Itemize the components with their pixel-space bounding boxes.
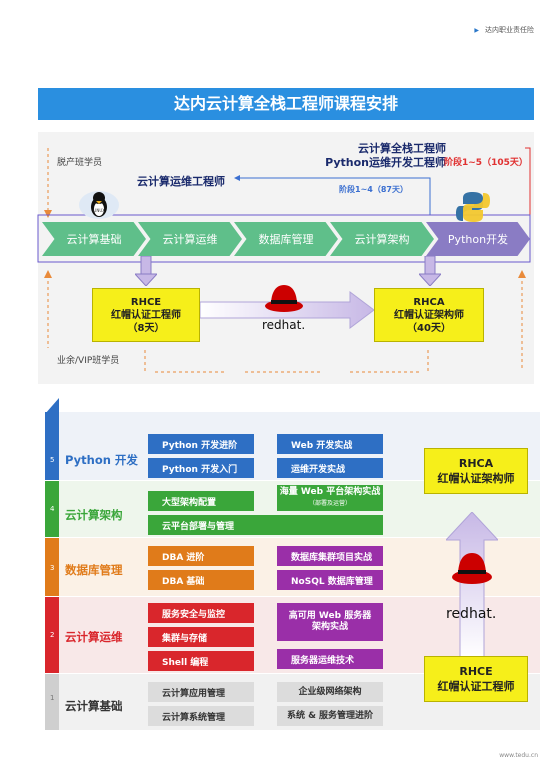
level-title: 数据库管理 [65, 563, 123, 577]
redhat-logo-icon [265, 285, 303, 312]
course-pill: Shell 编程 [148, 651, 254, 671]
level-title: 云计算架构 [65, 508, 123, 522]
track-step-arch: 云计算架构 [330, 222, 434, 256]
course-pill: 服务安全与监控 [148, 603, 254, 623]
top-panel [38, 132, 534, 384]
course-pill: 云计算应用管理 [148, 682, 254, 702]
project-pill: 企业级网络架构 [277, 682, 383, 702]
track-step-db: 数据库管理 [234, 222, 338, 256]
level-title: 云计算基础 [65, 699, 123, 713]
project-pill: 数据库集群项目实战 [277, 546, 383, 566]
course-pill: Python 开发入门 [148, 458, 254, 478]
rhca-box: RHCA 红帽认证架构师 （40天） [374, 288, 484, 342]
project-pill: 系统 & 服务管理进阶 [277, 706, 383, 726]
course-pill: 云计算系统管理 [148, 706, 254, 726]
track-step-ops: 云计算运维 [138, 222, 242, 256]
track-step-python: Python开发 [426, 222, 530, 256]
level-number: 4 [50, 505, 55, 513]
fulltime-label: 脱产班学员 [57, 158, 103, 168]
rhce-box: RHCE 红帽认证工程师 （8天） [92, 288, 200, 342]
course-pill: Python 开发进阶 [148, 434, 254, 454]
down-arrow-icon [419, 256, 441, 286]
triangle-icon: ▶ [474, 27, 479, 34]
level-number: 2 [50, 631, 55, 639]
project-pill: NoSQL 数据库管理 [277, 570, 383, 590]
project-pill: 运维开发实战 [277, 458, 383, 478]
rhce-cert-box: RHCE 红帽认证工程师 [424, 656, 528, 702]
level-title: Python 开发 [65, 453, 138, 467]
footer-url: www.tedu.cn [499, 752, 538, 759]
course-pill: DBA 进阶 [148, 546, 254, 566]
project-pill: 服务器运维技术 [277, 649, 383, 669]
linux-penguin-icon: LINUX [79, 191, 119, 219]
rhca-cert-box: RHCA 红帽认证架构师 [424, 448, 528, 494]
level-bar [45, 412, 59, 480]
level-number: 3 [50, 564, 55, 572]
track-step-basic: 云计算基础 [42, 222, 146, 256]
redhat-wordmark: redhat. [446, 606, 497, 622]
level-number: 1 [50, 694, 55, 702]
project-pill: 海量 Web 平台架构实战 （部署及运营） [277, 485, 383, 511]
page-title: 达内云计算全栈工程师课程安排 [38, 88, 534, 120]
level-python: 5 Python 开发 Python 开发进阶 Python 开发入门 Web … [45, 412, 540, 480]
python-logo-icon [456, 192, 490, 222]
level-bar [45, 538, 59, 596]
down-arrow-icon [135, 256, 157, 286]
role-ops: 云计算运维工程师 [137, 175, 225, 188]
role-fullstack: 云计算全栈工程师 [358, 142, 446, 155]
level-title: 云计算运维 [65, 630, 123, 644]
project-pill: Web 开发实战 [277, 434, 383, 454]
project-pill: 高可用 Web 服务器架构实战 [277, 603, 383, 641]
level-basic: 1 云计算基础 云计算应用管理 云计算系统管理 企业级网络架构 系统 & 服务管… [45, 674, 540, 730]
triangle-icon [45, 398, 59, 414]
level-db: 3 数据库管理 DBA 进阶 DBA 基础 数据库集群项目实战 NoSQL 数据… [45, 538, 540, 596]
course-pill: 大型架构配置 [148, 491, 254, 511]
svg-text:LINUX: LINUX [93, 208, 105, 213]
redhat-logo-icon [452, 553, 492, 584]
stage-ops-label: 阶段1~4（87天） [339, 185, 408, 194]
role-python: Python运维开发工程师 [325, 156, 446, 169]
level-bar [45, 597, 59, 673]
level-bar [45, 674, 59, 730]
level-bar [45, 481, 59, 537]
course-pill: 集群与存储 [148, 627, 254, 647]
up-arrow-icon [446, 512, 498, 658]
redhat-wordmark: redhat. [262, 318, 306, 332]
stage-full-label: 阶段1~5（105天） [444, 158, 528, 168]
parttime-label: 业余/VIP班学员 [57, 356, 120, 366]
level-ops: 2 云计算运维 服务安全与监控 集群与存储 Shell 编程 高可用 Web 服… [45, 597, 540, 673]
course-track: 云计算基础 云计算运维 数据库管理 云计算架构 Python开发 [42, 222, 530, 256]
course-pill: 云平台部署与管理 [148, 515, 383, 535]
level-number: 5 [50, 456, 55, 464]
header-note: ▶达内职业责任险 [474, 26, 534, 34]
course-pill: DBA 基础 [148, 570, 254, 590]
